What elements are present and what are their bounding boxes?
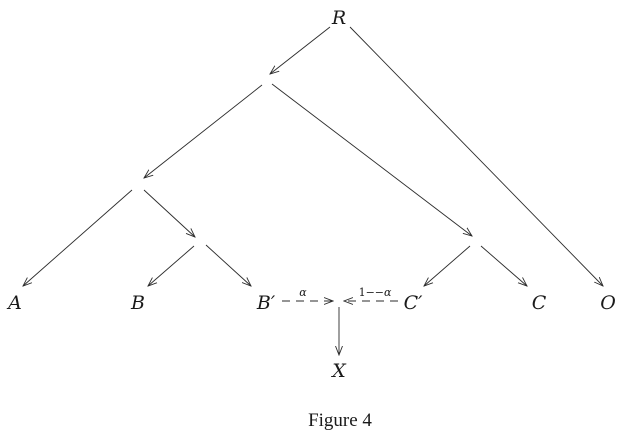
edge-node4-to-C-prime xyxy=(424,245,471,286)
edge-weight-one-minus-alpha: 1−−α xyxy=(359,286,392,299)
node-label-B: B xyxy=(130,292,145,314)
node-label-A: A xyxy=(6,292,22,314)
edge-node2-to-A xyxy=(23,189,133,286)
edge-weight-alpha: α xyxy=(299,286,307,299)
edge-node1-to-node4 xyxy=(271,83,472,236)
edge-node2-to-node3 xyxy=(143,189,195,237)
node-label-B-prime: B′ xyxy=(256,292,276,314)
edge-node3-to-B-prime xyxy=(205,244,251,286)
edge-R-to-node1 xyxy=(270,26,331,74)
edge-node3-to-B xyxy=(148,245,195,286)
figure-caption: Figure 4 xyxy=(308,410,372,431)
node-label-O: O xyxy=(600,292,616,314)
edge-R-to-O xyxy=(349,26,603,286)
edge-weight-alpha-2: α xyxy=(384,286,392,299)
edge-weight-minus: −− xyxy=(366,286,384,299)
node-label-R: R xyxy=(331,7,346,29)
node-label-X: X xyxy=(330,360,347,382)
edge-weight-one: 1 xyxy=(359,286,366,299)
node-label-C-prime: C′ xyxy=(404,292,424,314)
edge-node4-to-C xyxy=(480,245,527,286)
edge-node1-to-node2 xyxy=(144,84,263,178)
node-label-C: C xyxy=(532,292,547,314)
